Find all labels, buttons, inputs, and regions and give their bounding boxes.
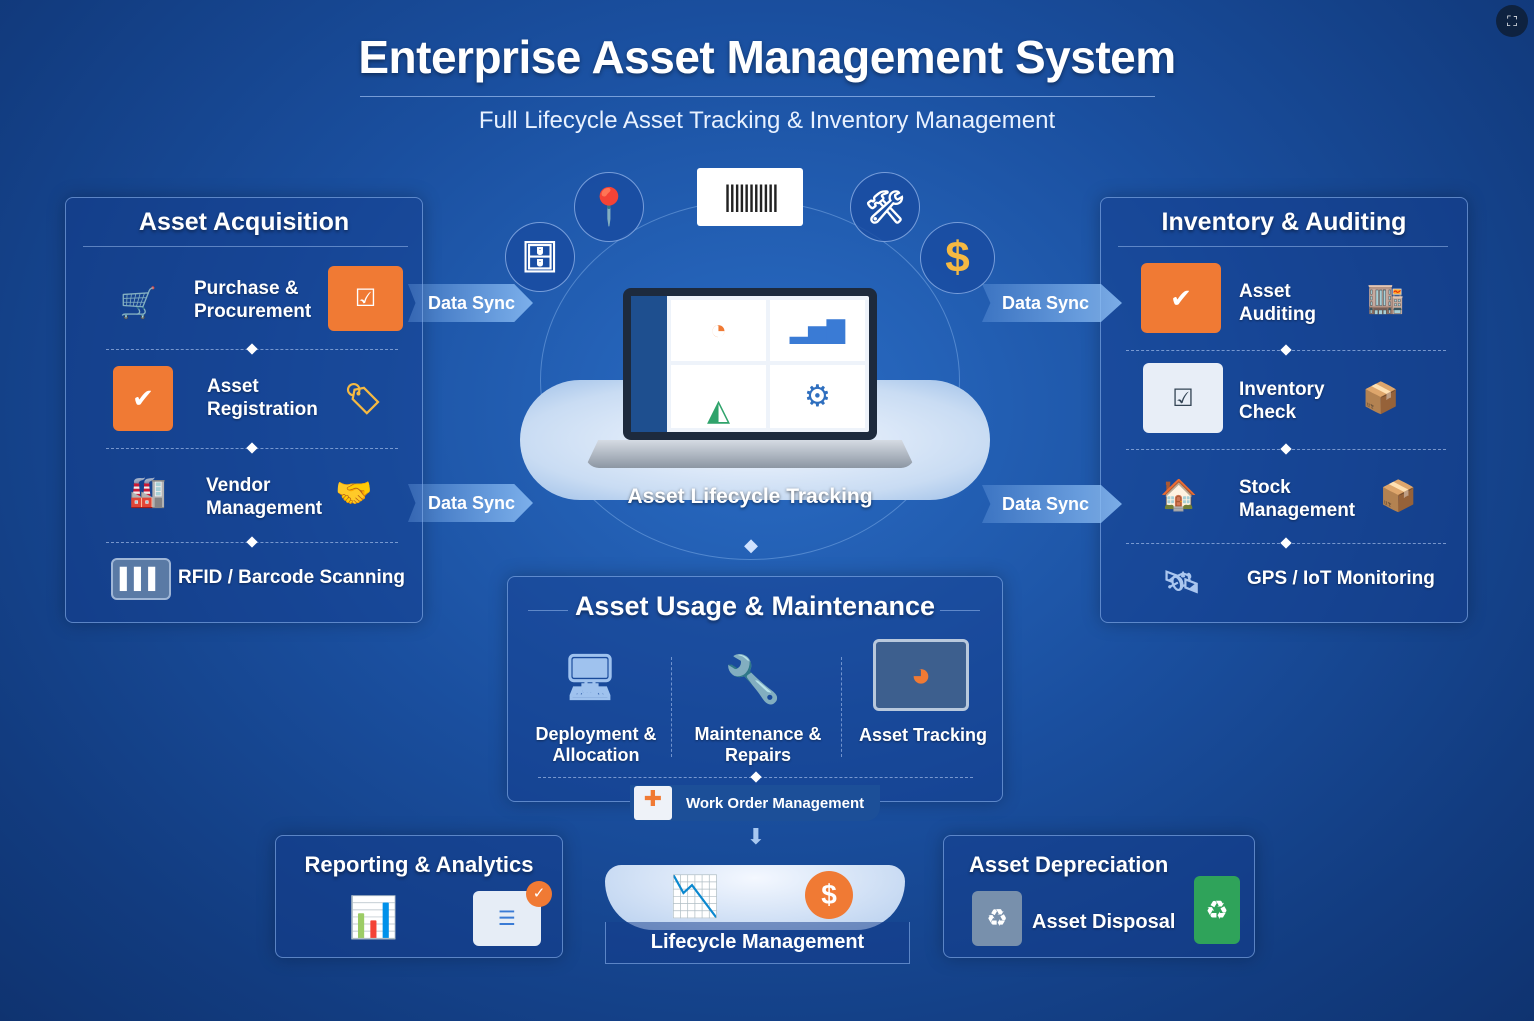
work-order-pill[interactable]: ✚ Work Order Management (630, 785, 880, 821)
panel-title: Asset Depreciation (969, 852, 1169, 877)
asset-acquisition-panel: Asset Acquisition 🛒 Purchase & Procureme… (65, 197, 423, 623)
dashboard-sidebar (631, 296, 667, 432)
rfid-scanner-icon: ▌▌▌ (111, 558, 171, 600)
list-item[interactable]: Maintenance & Repairs (694, 724, 822, 765)
usage-maintenance-panel: Asset Usage & Maintenance 🖥 Deployment &… (507, 576, 1003, 802)
list-item[interactable]: Asset Disposal (1032, 911, 1176, 933)
divider (1126, 543, 1446, 544)
handshake-icon: 🤝 (335, 476, 373, 510)
divider (106, 542, 398, 543)
divider (1126, 449, 1446, 450)
panel-title: Asset Acquisition (138, 208, 350, 236)
stock-house-icon: 🏠 (1160, 478, 1198, 512)
list-item[interactable]: Asset Registration (207, 376, 318, 420)
recycle-bin-icon: ♻ (1194, 876, 1240, 944)
title-divider (360, 96, 1155, 97)
panel-title: Inventory & Auditing (1161, 208, 1407, 236)
list-item[interactable]: Inventory Check (1239, 379, 1325, 423)
audit-clipboard-icon: ✔ (1141, 263, 1221, 333)
inventory-auditing-panel: Inventory & Auditing ✔ Asset Auditing 🏬 … (1100, 197, 1468, 623)
stock-boxes-icon: 📦 (1379, 479, 1418, 513)
data-sync-arrow: Data Sync (408, 284, 533, 322)
barcode-icon: ||||||||||| (697, 168, 803, 226)
donut-chart-icon: ◔ (671, 300, 766, 361)
list-item[interactable]: Stock Management (1239, 477, 1356, 521)
divider (106, 349, 398, 350)
divider (106, 448, 398, 449)
location-pin-icon: 📍 (574, 172, 644, 242)
list-item[interactable]: Asset Auditing (1239, 281, 1317, 325)
barcode-tag-icon: 🏷 (343, 382, 383, 416)
divider (1118, 246, 1448, 247)
list-item[interactable]: Deployment & Allocation (535, 724, 657, 765)
tools-icon: 🛠 (850, 172, 920, 242)
data-sync-arrow: Data Sync (408, 484, 533, 522)
page-title: Enterprise Asset Management System (358, 31, 1176, 83)
page-subtitle: Full Lifecycle Asset Tracking & Inventor… (478, 107, 1056, 134)
down-arrow-icon: ⬇ (746, 824, 766, 849)
hub-label: Asset Lifecycle Tracking (627, 485, 873, 508)
list-item[interactable]: Asset Tracking (858, 725, 988, 745)
declining-chart-icon: 📉 (670, 875, 720, 919)
divider (538, 777, 973, 778)
check-badge-icon: ✓ (526, 881, 552, 907)
title-rule (940, 610, 980, 611)
divider (1126, 350, 1446, 351)
divider (841, 657, 842, 757)
list-item[interactable]: GPS / IoT Monitoring (1247, 568, 1435, 589)
list-item[interactable]: Vendor Management (206, 475, 323, 519)
clipboard-shield-icon: ✔ (113, 366, 173, 431)
area-chart-icon: ◭ (671, 364, 766, 428)
satellite-icon: 🛰 (1162, 566, 1201, 599)
bidirectional-arrow-icon: ◆ (744, 535, 758, 555)
reporting-panel: Reporting & Analytics 📊 ☰ ✓ (275, 835, 563, 958)
clipboard-checklist-icon: ☑ (328, 266, 403, 331)
laptop-keyboard (585, 440, 915, 468)
gear-icon: ⚙ (770, 364, 865, 428)
trash-bin-icon: ♻ (972, 891, 1022, 946)
desk-workstation-icon: 🖥 (562, 653, 618, 702)
tracking-monitor-icon: ◕ (873, 639, 969, 711)
dollar-icon: $ (920, 222, 995, 294)
lifecycle-dish: 📉 $ (605, 865, 905, 930)
divider (83, 246, 408, 247)
lifecycle-management-label[interactable]: Lifecycle Management (605, 922, 910, 964)
work-order-label: Work Order Management (686, 794, 865, 812)
data-sync-arrow: Data Sync (982, 485, 1122, 523)
laptop-screen: ◔ ▂▅▇ ◭ ⚙ (623, 288, 877, 440)
dollar-badge-icon: $ (805, 871, 853, 919)
bar-chart-icon: ▂▅▇ (770, 300, 865, 361)
wrench-gear-icon: 🔧 (724, 652, 782, 705)
panel-title: Reporting & Analytics (304, 852, 534, 877)
depreciation-panel: Asset Depreciation ♻ Asset Disposal ♻ (943, 835, 1255, 958)
divider (671, 657, 672, 757)
analytics-chart-icon: 📊 (348, 895, 399, 940)
server-box-icon: 🗄 (505, 222, 575, 292)
expand-button[interactable]: ⛶ (1496, 5, 1528, 37)
warehouse-icon: 🏬 (1367, 281, 1405, 315)
list-item[interactable]: RFID / Barcode Scanning (178, 567, 405, 588)
list-item[interactable]: Purchase & Procurement (194, 278, 312, 322)
work-order-icon: ✚ (634, 786, 672, 820)
panel-title: Asset Usage & Maintenance (574, 591, 936, 621)
shopping-cart-icon: 🛒 (119, 286, 158, 320)
factory-icon: 🏭 (129, 475, 167, 509)
title-rule (528, 610, 568, 611)
boxes-icon: 📦 (1362, 381, 1400, 415)
inventory-scanner-icon: ☑ (1143, 363, 1223, 433)
data-sync-arrow: Data Sync (982, 284, 1122, 322)
